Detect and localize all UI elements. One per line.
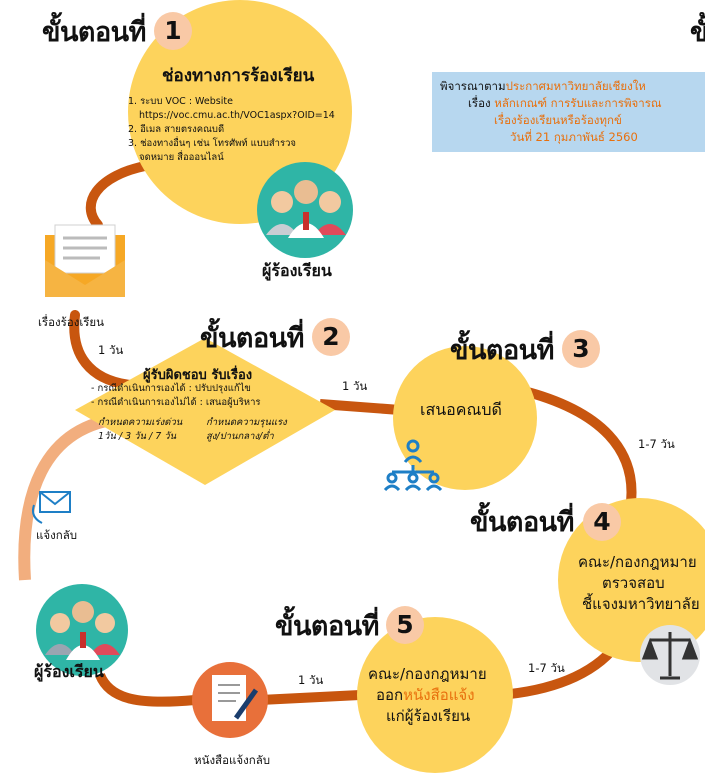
notify-label: แจ้งกลับ (36, 528, 78, 542)
notice-line2: เรื่อง หลักเกณฑ์ การรับและการพิจารณ (468, 96, 662, 110)
step1-item-2: 2. อีเมล สายตรงคณบดี (128, 124, 225, 135)
step2-diamond (75, 338, 335, 485)
step1-item-1-url: https://voc.cmu.ac.th/VOC1aspx?OID=14 (139, 110, 335, 121)
letter-label: หนังสือแจ้งกลับ (194, 753, 271, 767)
step4-number-badge: 4 (583, 503, 621, 541)
step1-people-label: ผู้ร้องเรียน (262, 261, 332, 280)
people-icon-bottom (36, 584, 128, 676)
step1-item-3-cont: จดหมาย สื่อออนไลน์ (139, 152, 224, 163)
step2-urgency-left-1: กำหนดความเร่งด่วน (98, 417, 183, 428)
people-icon-top (257, 162, 353, 258)
path-step2-to-step3 (319, 399, 401, 415)
notice-box: พิจารณาตามประกาศมหาวิทยาลัยเชียงให เรื่อ… (432, 72, 705, 152)
top-right-heading-fragment: ขั้ (690, 17, 705, 48)
duration-4: 1-7 วัน (528, 661, 565, 675)
step5-heading: ขั้นตอนที่ (275, 611, 379, 642)
envelope-icon (45, 224, 125, 297)
duration-3: 1-7 วัน (638, 437, 675, 451)
step1-title: ช่องทางการร้องเรียน (162, 66, 315, 86)
step3-heading: ขั้นตอนที่ (450, 335, 554, 366)
step5-line-2: ออกหนังสือแจ้ง (376, 686, 475, 704)
path-step5-to-letter (259, 690, 361, 705)
path-step2-to-notify (18, 412, 126, 581)
envelope-label: เรื่องร้องเรียน (38, 315, 105, 329)
duration-5: 1 วัน (298, 673, 324, 687)
step1-heading: ขั้นตอนที่ (42, 17, 146, 48)
path-envelope-to-step2 (69, 310, 135, 390)
step2-bullet-2: - กรณีดำเนินการเองไม่ได้ : เสนอผู้บริหาร (91, 397, 261, 408)
step1-number-badge: 1 (154, 12, 192, 50)
path-letter-to-people (95, 672, 196, 707)
org-chart-icon (383, 439, 443, 492)
notify-mail-icon (32, 491, 71, 524)
letter-document-icon (192, 662, 268, 738)
step5-line-1: คณะ/กองกฎหมาย (368, 665, 487, 683)
step2-title: ผู้รับผิดชอบ รับเรื่อง (143, 368, 253, 383)
notice-line4: วันที่ 21 กุมภาพันธ์ 2560 (510, 130, 638, 144)
notice-line1: พิจารณาตามประกาศมหาวิทยาลัยเชียงให (440, 79, 646, 93)
step5-circle (357, 617, 513, 773)
step1-item-3: 3. ช่องทางอื่นๆ เช่น โทรศัพท์ แบบสำรวจ (128, 138, 297, 149)
step4-line-2: ตรวจสอบ (602, 574, 665, 592)
step4-line-1: คณะ/กองกฎหมาย (578, 553, 697, 571)
scales-icon (640, 625, 700, 685)
step3-circle (393, 346, 537, 490)
step2-heading: ขั้นตอนที่ (200, 323, 304, 354)
step4-heading: ขั้นตอนที่ (470, 507, 574, 538)
step3-number-badge: 3 (562, 330, 600, 368)
step2-bullet-1: - กรณีดำเนินการเองได้ : ปรับปรุงแก้ไข (91, 383, 251, 394)
duration-2: 1 วัน (342, 379, 368, 393)
path-step1-to-envelope (85, 160, 155, 230)
path-step3-to-step4 (518, 385, 637, 511)
step2-urgency-right-1: กำหนดความรุนแรง (206, 417, 287, 428)
step2-urgency-left-2: 1วัน / 3 วัน / 7 วัน (98, 431, 177, 442)
step5-number-badge: 5 (386, 606, 424, 644)
step3-text: เสนอคณบดี (420, 400, 502, 419)
duration-1: 1 วัน (98, 343, 124, 357)
step2-urgency-right-2: สูง/ปานกลาง/ต่ำ (206, 431, 274, 442)
step4-line-3: ชี้แจงมหาวิทยาลัย (582, 595, 700, 613)
notice-line3: เรื่องร้องเรียนหรือร้องทุกข์ (494, 113, 622, 127)
step2-number-badge: 2 (312, 318, 350, 356)
bottom-people-label: ผู้ร้องเรียน (34, 662, 104, 681)
step1-item-1: 1. ระบบ VOC : Website (128, 96, 233, 107)
step5-line-3: แก่ผู้ร้องเรียน (386, 707, 471, 725)
